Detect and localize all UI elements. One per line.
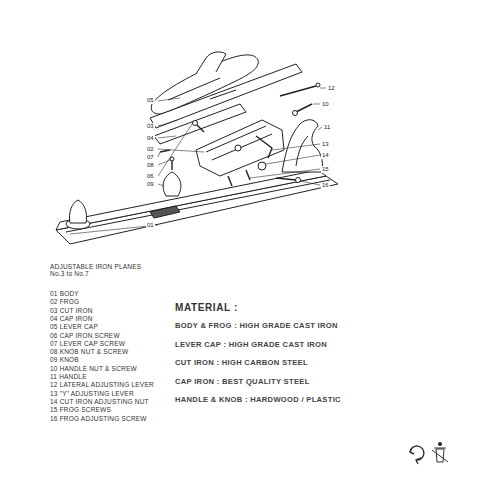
leader-line: [158, 149, 204, 152]
lever-cap: [168, 78, 220, 100]
recycle-icon: [410, 448, 414, 454]
material-line: LEVER CAP : HIGH GRADE CAST IRON: [175, 341, 327, 350]
parts-list-item: 02 FROG: [50, 298, 79, 305]
parts-list-item: 03 CUT IRON: [50, 307, 93, 314]
parts-list-item: 04 CAP IRON: [50, 315, 93, 322]
handle: [282, 120, 323, 172]
callout-number: 14: [321, 152, 330, 159]
leader-line: [158, 184, 164, 186]
lateral-lever: [316, 83, 320, 87]
leader-line: [70, 88, 326, 234]
parts-list-item: 11 HANDLE: [50, 373, 87, 380]
parts-list-item: 15 FROG SCREWS: [50, 406, 111, 413]
parts-list-item: 09 KNOB: [50, 356, 79, 363]
plane-body: [56, 170, 326, 230]
trash-bin-icon: [432, 450, 448, 462]
parts-list-item: 10 HANDLE NUT & SCREW: [50, 365, 137, 372]
leader-line: [313, 104, 320, 105]
frog: [196, 120, 284, 176]
callout-number: 13: [321, 141, 330, 148]
leader-line: [158, 152, 160, 157]
callout-number: 03: [146, 123, 155, 130]
plane-body: [150, 206, 180, 218]
leader-line: [158, 120, 178, 126]
adjusting-parts: [258, 162, 266, 170]
handle-screw: [296, 104, 312, 112]
cap-iron: [193, 121, 198, 126]
leader-line: [250, 169, 320, 178]
callout-number: 01: [146, 222, 155, 229]
leader-line: [158, 136, 176, 138]
callout-number: 07: [146, 154, 155, 161]
parts-list-item: 13 "Y" ADJUSTING LEVER: [50, 390, 134, 397]
frog: [196, 120, 284, 176]
lever-cap: [160, 150, 170, 152]
material-line: HANDLE & KNOB : HARDWOOD / PLASTIC: [175, 396, 341, 405]
callout-number: 09: [146, 181, 155, 188]
trash-bin-icon: [438, 442, 441, 445]
parts-list-item: 07 LEVER CAP SCREW: [50, 340, 125, 347]
plane-body: [56, 176, 338, 244]
plane-body: [56, 170, 338, 244]
handle: [282, 120, 323, 172]
trash-bin-icon: [434, 448, 446, 449]
knob: [170, 157, 174, 161]
handle-screw: [293, 104, 313, 116]
callout-number: 04: [146, 135, 155, 142]
recycle-icon: [410, 446, 424, 464]
parts-list-item: 14 CUT IRON ADJUSTING NUT: [50, 398, 149, 405]
leader-line: [266, 155, 320, 164]
adjusting-parts: [256, 136, 272, 158]
adjusting-parts: [296, 178, 301, 183]
handle-screw: [293, 111, 298, 116]
cap-iron: [196, 124, 204, 132]
lateral-lever: [280, 83, 320, 96]
lateral-lever: [280, 86, 316, 96]
callout-number: 15: [321, 166, 330, 173]
callout-number: 06: [146, 173, 155, 180]
frog: [206, 126, 272, 160]
material-line: CAP IRON : BEST QUALITY STEEL: [175, 378, 310, 387]
parts-list-item: 12 LATERAL ADJUSTING LEVER: [50, 381, 154, 388]
lever-cap: [196, 52, 226, 74]
leader-line: [70, 225, 158, 234]
plane-body: [66, 180, 330, 232]
leader-line: [318, 127, 322, 130]
callout-number: 12: [327, 85, 336, 92]
parts-list-item: 01 BODY: [50, 290, 79, 297]
callout-number: 11: [323, 124, 331, 131]
callout-number: 16: [321, 182, 330, 189]
adjusting-parts: [276, 178, 296, 180]
leader-line: [300, 181, 320, 185]
adjusting-parts: [228, 170, 250, 186]
callout-number: 08: [146, 162, 155, 169]
parts-list-item: 08 KNOB NUT & SCREW: [50, 348, 128, 355]
leader-line: [320, 88, 326, 89]
recycle-icon: [416, 458, 421, 464]
knob: [163, 157, 181, 196]
callout-number: 02: [146, 146, 155, 153]
recycle-icon: [410, 446, 424, 460]
parts-list-item: 06 CAP IRON SCREW: [50, 332, 120, 339]
list-title: ADJUSTABLE IRON PLANES No.3 to No.7: [50, 263, 152, 278]
parts-list-item: 05 LEVER CAP: [50, 323, 98, 330]
material-line: CUT IRON : HIGH CARBON STEEL: [175, 359, 308, 368]
frog: [235, 145, 241, 151]
trash-bin-icon: [432, 442, 448, 462]
lever-cap: [151, 52, 258, 152]
callout-number: 05: [146, 97, 155, 104]
material-heading: MATERIAL :: [175, 302, 238, 314]
plane-body: [69, 200, 86, 223]
handle: [296, 136, 308, 166]
callout-number: 10: [321, 101, 330, 108]
leader-line: [158, 124, 192, 176]
knob: [163, 172, 181, 196]
leader-line: [272, 144, 320, 150]
leader-line: [158, 98, 180, 101]
parts-list-item: 16 FROG ADJUSTING SCREW: [50, 415, 147, 422]
adjusting-parts: [228, 136, 301, 186]
material-line: BODY & FROG : HIGH GRADE CAST IRON: [175, 322, 338, 331]
